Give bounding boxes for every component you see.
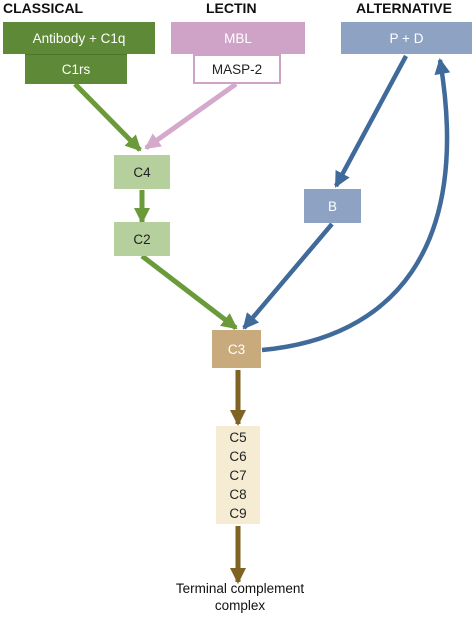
arrow-c2-to-c3 [140,254,238,330]
caption-line-1: Terminal complement [175,581,305,596]
node-c1rs: C1rs [25,54,127,84]
node-c5: C5 [229,429,247,445]
node-masp2: MASP-2 [193,54,281,84]
node-c6: C6 [229,448,247,464]
node-terminal-components: C5 C6 C7 C8 C9 [216,426,260,524]
arrow-c3-to-pd [261,58,451,353]
node-c8: C8 [229,486,247,502]
arrow-pd-to-b [334,54,408,188]
header-classical: CLASSICAL [3,0,84,16]
caption-line-2: complex [214,598,266,613]
node-mbl: MBL [171,22,305,54]
arrow-masp2-to-c4 [144,81,238,151]
node-pd: P + D [341,22,472,54]
node-c2: C2 [114,222,170,256]
header-alternative: ALTERNATIVE [356,0,452,16]
node-antibody-c1q: Antibody + C1q [3,22,155,54]
node-c7: C7 [229,467,247,483]
node-c9: C9 [229,505,247,521]
arrow-c1rs-to-c4 [73,82,142,152]
node-c3: C3 [212,330,261,368]
header-lectin: LECTIN [206,0,257,16]
node-b: B [304,189,361,223]
terminal-complex-caption: Terminal complement complex [130,580,350,614]
node-c4: C4 [114,155,170,189]
arrow-b-to-c3 [242,222,334,330]
